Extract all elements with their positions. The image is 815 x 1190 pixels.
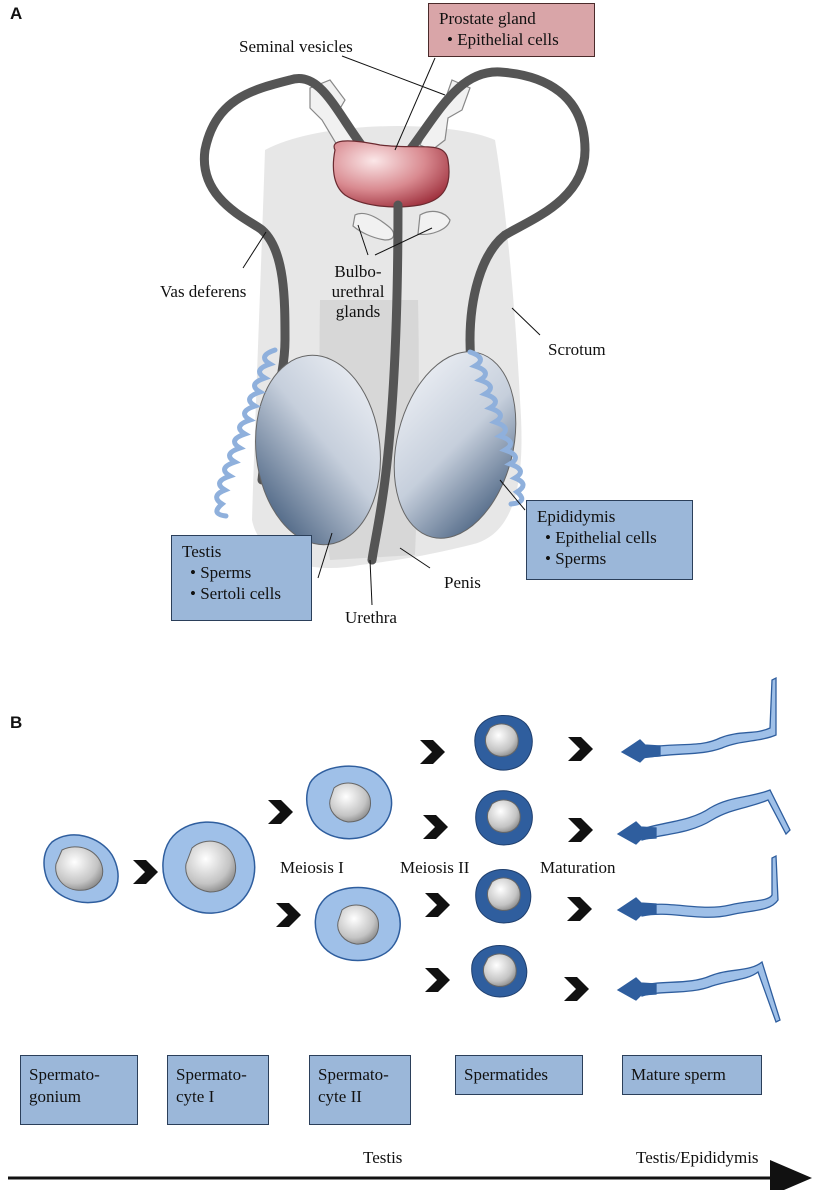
stage-box-spermatogonium: Spermato- gonium — [20, 1055, 138, 1125]
nucleus-spermatocyte-2-top — [329, 782, 371, 823]
chevron-6 — [425, 893, 450, 917]
chevron-2 — [268, 800, 293, 824]
stage-box-spermatocyte-2-line2: cyte II — [318, 1087, 362, 1106]
panel-b-letter: B — [10, 713, 23, 732]
sperm-2-tail — [639, 789, 791, 841]
stage-box-spermatides-line1: Spermatides — [464, 1065, 549, 1084]
sperm-2-head — [616, 821, 657, 845]
prostate-gland — [332, 140, 450, 208]
stage-box-mature-sperm-line1: Mature sperm — [631, 1065, 726, 1084]
sperm-1-tail — [639, 676, 777, 759]
sperm-4-tail — [639, 960, 781, 1023]
spermatides-group — [471, 715, 533, 998]
prostate-box-title: Prostate gland — [439, 9, 536, 28]
timeline-label-testis: Testis — [363, 1148, 403, 1167]
nucleus-spermatocyte-2-bottom — [337, 904, 379, 945]
nucleus-spermatid-2 — [487, 799, 521, 833]
sperm-3-tail — [639, 854, 779, 918]
stage-box-spermatogonium-line1: Spermato- — [29, 1065, 100, 1084]
label-penis: Penis — [444, 573, 481, 592]
chevron-8 — [568, 737, 593, 761]
nucleus-spermatocyte-1 — [185, 840, 236, 893]
testis-box-item-1: Sperms — [182, 562, 301, 583]
chevron-4 — [420, 740, 445, 764]
nucleus-spermatogonium — [55, 846, 104, 891]
label-scrotum: Scrotum — [548, 340, 606, 359]
testis-box: Testis Sperms Sertoli cells — [171, 535, 312, 621]
chevron-5 — [423, 815, 448, 839]
stage-box-spermatogonium-line2: gonium — [29, 1087, 81, 1106]
nucleus-spermatid-4 — [483, 953, 517, 987]
label-seminal-vesicles: Seminal vesicles — [239, 37, 353, 56]
epididymis-right — [467, 349, 526, 507]
epididymis-box-title: Epididymis — [537, 507, 616, 526]
stage-box-mature-sperm: Mature sperm — [622, 1055, 762, 1095]
prostate-box: Prostate gland Epithelial cells — [428, 3, 595, 57]
timeline-label-testis-epididymis: Testis/Epididymis — [636, 1148, 759, 1167]
chevron-7 — [425, 968, 450, 992]
epididymis-box-item-1: Epithelial cells — [537, 527, 682, 548]
label-bulbourethral: Bulbo- urethral glands — [318, 262, 398, 322]
chevron-9 — [568, 818, 593, 842]
label-bulbourethral-line1: Bulbo- — [334, 262, 382, 281]
chevron-3 — [276, 903, 301, 927]
epididymis-box-item-2: Sperms — [537, 548, 682, 569]
sperm-1-head — [620, 739, 661, 763]
label-maturation: Maturation — [540, 858, 616, 877]
nucleus-spermatid-1 — [485, 723, 519, 757]
chevron-10 — [567, 897, 592, 921]
label-urethra: Urethra — [345, 608, 397, 627]
panel-a-letter: A — [10, 4, 23, 23]
stage-box-spermatocyte-1: Spermato- cyte I — [167, 1055, 269, 1125]
bulbourethral-gland-right — [417, 210, 451, 235]
mature-sperm-group — [616, 676, 791, 1023]
epididymis-left — [214, 347, 278, 519]
label-bulbourethral-line3: glands — [335, 302, 381, 321]
prostate-box-item: Epithelial cells — [439, 29, 584, 50]
stage-box-spermatocyte-2-line1: Spermato- — [318, 1065, 389, 1084]
chevron-1 — [133, 860, 158, 884]
urethra-duct — [367, 200, 403, 565]
epididymis-box: Epididymis Epithelial cells Sperms — [526, 500, 693, 580]
vas-deferens-left — [199, 74, 370, 485]
bulbourethral-gland-left — [352, 212, 395, 241]
label-bulbourethral-line2: urethral — [331, 282, 385, 301]
testis-box-item-2: Sertoli cells — [182, 583, 301, 604]
label-meiosis-2: Meiosis II — [400, 858, 470, 877]
chevrons — [133, 737, 593, 1001]
label-vas-deferens: Vas deferens — [160, 282, 247, 301]
stage-box-spermatocyte-1-line2: cyte I — [176, 1087, 215, 1106]
sperm-4-head — [616, 977, 657, 1001]
nucleus-spermatid-3 — [487, 877, 521, 911]
stage-box-spermatides: Spermatides — [455, 1055, 583, 1095]
chevron-11 — [564, 977, 589, 1001]
sperm-3-head — [616, 897, 657, 921]
stage-box-spermatocyte-2: Spermato- cyte II — [309, 1055, 411, 1125]
testis-box-title: Testis — [182, 542, 222, 561]
label-meiosis-1: Meiosis I — [280, 858, 344, 877]
stage-box-spermatocyte-1-line1: Spermato- — [176, 1065, 247, 1084]
